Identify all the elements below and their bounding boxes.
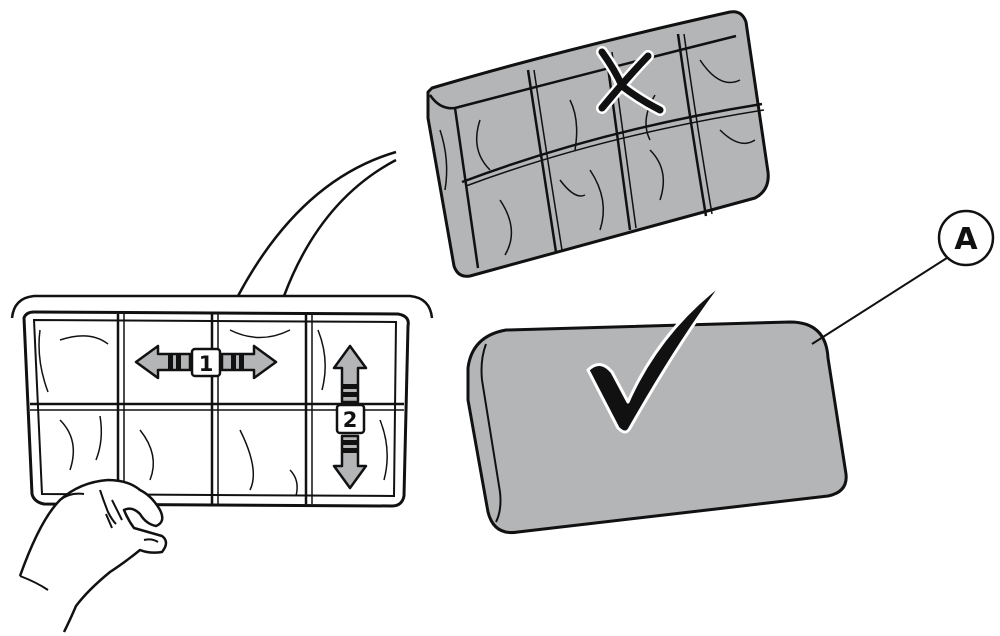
wrinkled-cushion: [426, 10, 770, 278]
detail-cushion: [22, 310, 410, 508]
step-2-number: 2: [343, 408, 358, 432]
cross-mark-icon: [596, 46, 666, 116]
smooth-cushion: [466, 280, 848, 535]
step-2-vertical-arrow: [332, 344, 368, 490]
step-1-horizontal-arrow: [134, 344, 278, 380]
check-mark-icon: [586, 280, 726, 434]
hand-illustration: [18, 478, 168, 633]
zoom-callout-outline: [236, 150, 397, 297]
callout-a-circle: [937, 209, 995, 267]
detail-bracket: [10, 294, 434, 319]
step-1-number: 1: [199, 352, 214, 376]
callout-a-label: A: [954, 222, 978, 257]
callout-a-leader: [811, 255, 951, 345]
